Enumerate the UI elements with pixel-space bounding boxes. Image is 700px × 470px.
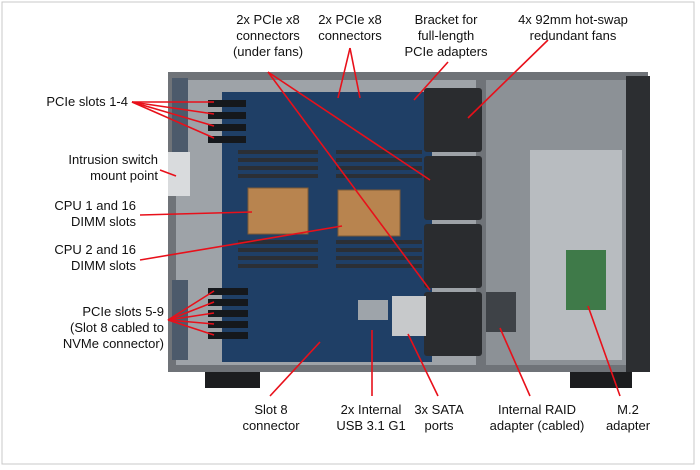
label-bracket: Bracket for full-length PCIe adapters — [404, 12, 488, 59]
label-cpu2: CPU 2 and 16 DIMM slots — [54, 242, 136, 273]
pcie-slots-1-4 — [208, 100, 246, 143]
cpu1-heatsink — [247, 187, 309, 235]
label-slot8: Slot 8 connector — [242, 402, 300, 433]
label-cpu1: CPU 1 and 16 DIMM slots — [54, 198, 136, 229]
label-fans: 4x 92mm hot-swap redundant fans — [518, 12, 628, 43]
foot-left — [205, 370, 260, 388]
label-usb: 2x Internal USB 3.1 G1 — [336, 402, 406, 433]
label-pcie-5-9: PCIe slots 5-9 (Slot 8 cabled to NVMe co… — [62, 304, 164, 351]
m2-adapter-board — [566, 250, 606, 310]
pcie-slots-5-9 — [208, 288, 248, 339]
dimm-slots-top-left — [238, 150, 318, 178]
dimm-slots-bottom-right — [336, 240, 422, 268]
fan-assembly — [424, 88, 482, 356]
label-intrusion: Intrusion switch mount point — [68, 152, 158, 183]
callout-lines — [131, 39, 621, 397]
label-pcie-1-4: PCIe slots 1-4 — [46, 94, 128, 109]
label-pcie-x8: 2x PCIe x8 connectors — [318, 12, 382, 43]
image-frame — [1, 1, 695, 465]
rear-bracket-top — [172, 78, 188, 158]
front-bezel — [626, 76, 650, 372]
label-raid: Internal RAID adapter (cabled) — [489, 402, 585, 433]
raid-adapter — [486, 292, 516, 332]
label-m2: M.2 adapter — [605, 402, 651, 433]
intrusion-mount — [168, 152, 190, 196]
label-pcie-x8-under-fans: 2x PCIe x8 connectors (under fans) — [232, 12, 304, 59]
usb-area — [358, 300, 388, 320]
foot-right — [570, 370, 632, 388]
label-sata: 3x SATA ports — [414, 402, 464, 433]
dimm-slots-bottom-left — [238, 240, 318, 268]
sata-area — [392, 296, 426, 336]
dimm-slots-top-right — [336, 150, 422, 178]
cpu2-heatsink — [337, 189, 401, 237]
rear-bracket-bottom — [172, 280, 188, 360]
